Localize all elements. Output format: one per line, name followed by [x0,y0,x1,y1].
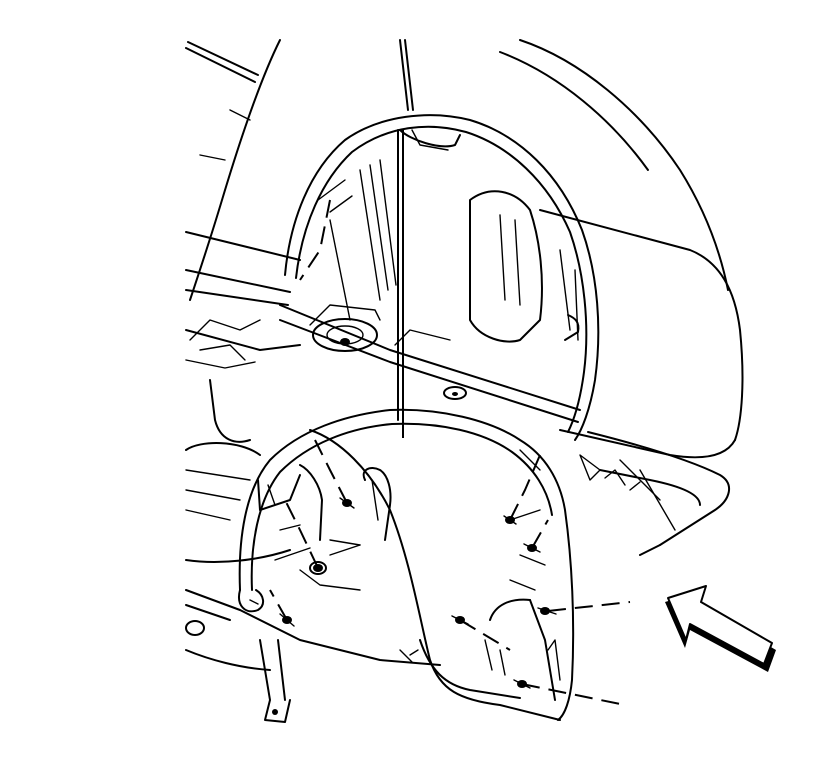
view-arrow-icon [665,585,776,672]
rear-floor-structure [185,319,441,723]
installation-guide-lines [269,199,631,706]
wheelhouse-liner [238,408,575,721]
fastener [537,607,557,615]
quarter-panel [185,39,744,556]
wheelhouse-opening [279,114,600,441]
